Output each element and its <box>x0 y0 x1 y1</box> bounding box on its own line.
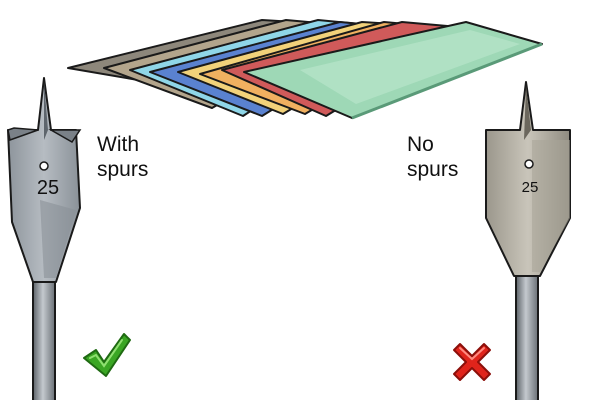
spade-bit-no-spurs: 25 <box>485 81 571 400</box>
left-hole <box>39 161 49 171</box>
right-shank <box>515 269 539 400</box>
cross-icon <box>453 343 491 381</box>
left-bevel <box>40 200 76 278</box>
right-size-marking: 25 <box>522 179 539 196</box>
left-point-shade <box>44 82 48 140</box>
caption-no-spurs: No spurs <box>407 132 458 182</box>
caption-with-spurs: With spurs <box>97 132 148 182</box>
right-hole <box>524 159 534 169</box>
left-shank <box>32 271 56 400</box>
left-spur-left <box>7 127 39 141</box>
spade-bit-with-spurs: 25 <box>7 77 82 400</box>
sheet-green-edge <box>351 42 543 120</box>
right-bevel <box>532 140 570 272</box>
caption-no-line2: spurs <box>407 158 459 181</box>
caption-with-line1: With <box>97 133 139 156</box>
left-spur-right <box>48 129 82 143</box>
sheet-green-shine <box>300 30 520 104</box>
left-size-marking: 25 <box>37 177 59 199</box>
caption-no-line1: No <box>407 133 434 156</box>
check-icon <box>83 333 131 377</box>
sheet-stack <box>67 19 543 120</box>
caption-with-line2: spurs <box>97 158 149 181</box>
right-point-shade <box>524 86 531 140</box>
